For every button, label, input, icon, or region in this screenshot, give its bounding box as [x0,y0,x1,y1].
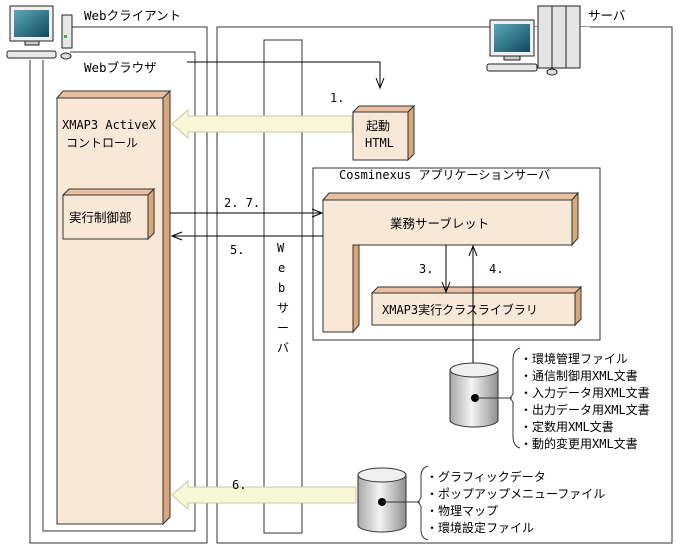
db2-file-item: ・ポップアップメニューファイル [426,487,605,501]
web-server-char: W [277,241,285,255]
download-arrow-data [171,479,357,511]
step-5-label: 5. [230,243,244,257]
client-pc-icon [6,5,73,60]
exec-control-label: 実行制御部 [69,210,132,225]
response-arrow-5 [170,231,323,241]
server-pc-icon [486,5,581,76]
xmap3-library-label: XMAP3実行クラスライブラリ [382,302,538,317]
return-arrow-4 [468,244,478,365]
db1-file-item: ・動的変更用XML文書 [520,436,638,451]
activex-label-line1: XMAP3 ActiveX [62,118,157,132]
web-client-box [29,26,208,544]
request-arrow-2-7 [170,208,324,218]
db1-file-item: ・環境管理ファイル [520,351,628,366]
exec-control-component [61,187,156,241]
db2-file-item: ・グラフィックデータ [426,469,546,484]
step-1-label: 1. [330,91,344,105]
brace-1 [509,347,521,449]
app-server-box [312,167,601,341]
server-box [216,26,673,544]
web-browser-title: Webブラウザ [84,60,157,75]
startup-html-line1: 起動 [366,119,390,133]
request-arrow-1 [187,61,385,90]
database-icon-2 [357,467,420,533]
activex-control-component [55,89,172,526]
step-6-label: 6. [232,478,246,492]
server-title: サーバ [588,8,625,23]
app-server-title: Cosminexus アプリケーションサーバ [339,168,550,182]
step-3-label: 3. [419,262,433,276]
startup-html-component [351,104,416,162]
web-server-char: サ [277,301,289,315]
step-2-7-label: 2. 7. [224,196,260,210]
db2-file-item: ・物理マップ [426,504,498,518]
servlet-label: 業務サーブレット [390,216,489,231]
web-server-char: b [278,281,285,295]
startup-html-line2: HTML [365,136,394,150]
db1-file-list: ・環境管理ファイル ・通信制御用XML文書 ・入力データ用XML文書 ・出力デー… [520,351,650,451]
call-arrow-3 [441,245,451,294]
db1-file-item: ・通信制御用XML文書 [520,368,638,383]
web-client-title: Webクライアント [84,8,181,23]
brace-2 [417,465,429,541]
servlet-component [321,191,580,334]
web-server-label: W e b サ ー バ [277,241,289,355]
step-4-label: 4. [489,262,503,276]
activex-label-line2: コントロール [66,136,138,150]
web-server-char: e [278,261,285,275]
db1-file-item: ・定数用XML文書 [520,419,614,434]
db2-file-list: ・グラフィックデータ ・ポップアップメニューファイル ・物理マップ ・環境設定フ… [426,469,605,535]
db2-file-item: ・環境設定ファイル [426,520,534,535]
db1-file-item: ・入力データ用XML文書 [520,385,650,400]
web-server-char: バ [277,341,289,355]
web-server-char: ー [277,321,289,335]
download-arrow-html [171,108,353,140]
db1-file-item: ・出力データ用XML文書 [520,402,650,417]
database-icon-1 [449,362,512,428]
